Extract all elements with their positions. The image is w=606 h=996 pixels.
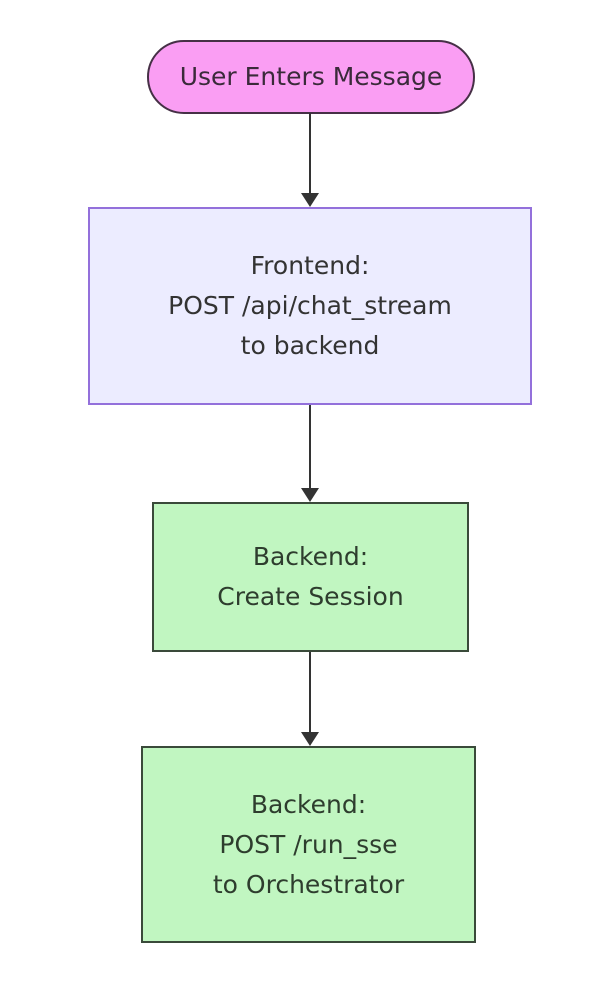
arrowhead-down-icon	[301, 732, 319, 746]
node-label-line: Backend:	[250, 789, 367, 819]
node-backend-create-session: Backend: Create Session	[152, 502, 469, 652]
node-label-line: POST /api/chat_stream	[168, 291, 452, 320]
node-user-enters-message: User Enters Message	[147, 40, 475, 114]
edge-line	[309, 113, 311, 195]
edge-line	[309, 405, 311, 490]
edge-backend-session-to-backend-post	[301, 652, 319, 746]
node-frontend-post-chat-stream: Frontend: POST /api/chat_stream to backe…	[88, 207, 532, 405]
node-backend-post-run-sse: Backend: POST /run_sse to Orchestrator	[141, 746, 476, 943]
arrowhead-down-icon	[301, 488, 319, 502]
node-label-line: POST /run_sse	[219, 829, 398, 859]
node-label-line: Create Session	[217, 582, 404, 611]
edge-frontend-to-backend-session	[301, 405, 319, 502]
node-label-line: to backend	[240, 331, 380, 360]
node-label-line: Backend:	[252, 542, 369, 571]
edge-line	[309, 652, 311, 734]
arrowhead-down-icon	[301, 193, 319, 207]
node-label-line: Frontend:	[250, 251, 370, 280]
node-label: User Enters Message	[179, 62, 443, 91]
node-label-line: to Orchestrator	[212, 869, 405, 899]
edge-start-to-frontend	[301, 113, 319, 207]
